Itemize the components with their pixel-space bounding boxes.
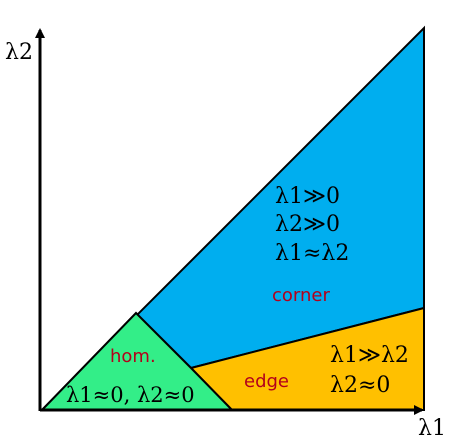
edge-region-label: edge (244, 371, 289, 392)
corner-region-label: corner (272, 285, 330, 306)
x-axis-label-text: λ1 (418, 416, 446, 441)
flat-region-label: hom. (110, 346, 156, 367)
flat-condition-1: λ1≈0, λ2≈0 (66, 383, 195, 407)
corner-condition-2: λ2≫0 (275, 212, 340, 237)
y-axis-label: λ2 (5, 42, 33, 64)
corner-condition-1: λ1≫0 (275, 184, 340, 209)
edge-condition-2: λ2≈0 (330, 373, 391, 398)
corner-condition-3: λ1≈λ2 (275, 241, 350, 266)
y-axis-label-text: λ2 (5, 40, 33, 65)
x-axis-label: λ1 (418, 418, 446, 440)
edge-condition-1: λ1≫λ2 (330, 343, 409, 368)
